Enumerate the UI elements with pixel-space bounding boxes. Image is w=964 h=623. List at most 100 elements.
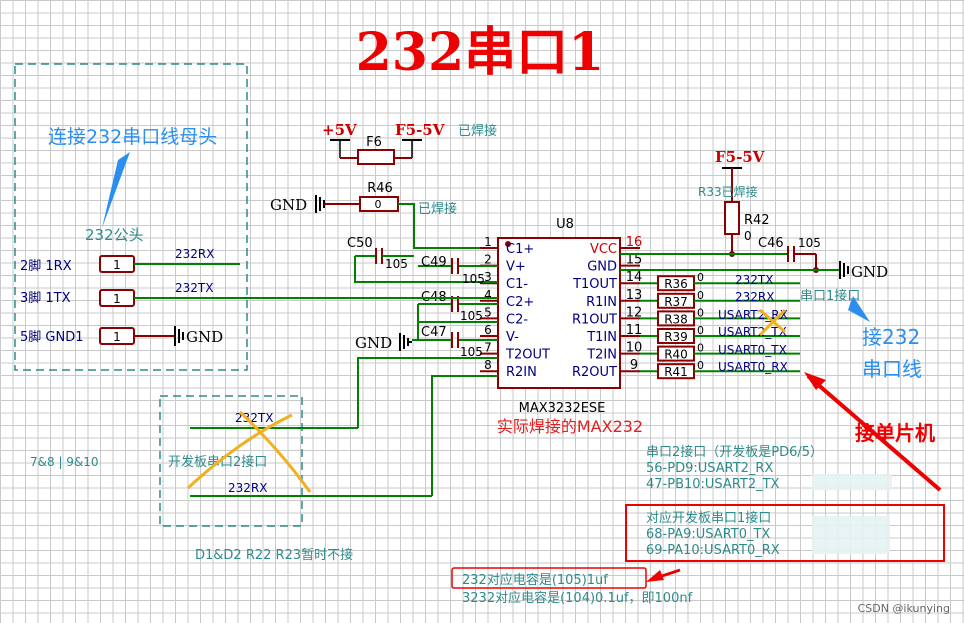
ground-icon: [174, 326, 184, 346]
pin-number: 15: [626, 253, 643, 268]
pin-name: V-: [506, 330, 519, 345]
uart1-note-3: 69-PA10:USART0_RX: [646, 543, 780, 558]
r33-label: R33已焊接: [698, 184, 758, 199]
chip-pin-15: 15 GND: [587, 253, 642, 275]
pin-number: 1: [113, 330, 121, 344]
gnd-label: GND: [851, 263, 888, 281]
wire: [357, 357, 498, 428]
net-label-232rx: 232RX: [735, 290, 774, 304]
capacitor-c47: C47 105: [412, 325, 498, 359]
uart1-note-1: 对应开发板串口1接口: [646, 510, 771, 526]
chip-pin-9: 9 R2OUT: [572, 358, 640, 380]
pin-label: 5脚 GND1: [20, 329, 83, 345]
pin-number: 1: [113, 292, 121, 306]
connector-pin-1: 2脚 1RX 1: [20, 255, 135, 274]
side-note: 7&8 | 9&10: [30, 455, 99, 469]
resistor-value: 0: [697, 359, 704, 372]
connector-name: 232公头: [85, 226, 144, 244]
connector-box-label: 连接232串口线母头: [48, 126, 217, 148]
resistor-value: 0: [697, 271, 704, 284]
blur-patch: [812, 516, 890, 554]
soldered-note: 已焊接: [458, 123, 497, 139]
chip-ref: U8: [556, 217, 574, 232]
uart1-label: 串口1接口: [800, 288, 860, 304]
power-f55v-label: F5-5V: [395, 121, 445, 139]
power-f55v-right: F5-5V: [715, 148, 765, 166]
cap-ref: C49: [421, 255, 447, 270]
pin-name: GND: [587, 260, 617, 275]
cap232-note: 232对应电容是(105)1uf: [462, 572, 608, 588]
pin-number: 9: [630, 358, 638, 373]
net-label-usart0-tx: USART0_TX: [718, 343, 787, 357]
pin-number: 13: [626, 288, 643, 303]
pin-name: C1-: [506, 277, 528, 292]
pin-number: 5: [484, 305, 492, 319]
bottom-note: D1&D2 R22 R23暂时不接: [195, 547, 353, 563]
ground-icon: [839, 261, 849, 279]
gnd-label: GND: [186, 328, 223, 346]
pin-number: 1: [113, 258, 121, 272]
net-label-232tx: 232TX: [735, 273, 773, 287]
chip-pin-12: 12 R1OUT: [572, 305, 642, 327]
blue-arrow-icon: [848, 296, 870, 322]
pin-name: R2OUT: [572, 365, 617, 380]
chip-pin-13: 13 R1IN: [586, 288, 642, 310]
pin-label: 2脚 1RX: [20, 258, 72, 274]
pin-name: C2-: [506, 312, 528, 327]
uart2-note-3: 47-PB10:USART2_TX: [646, 477, 780, 492]
pin-number: 6: [484, 323, 492, 337]
uart2-box: [159, 395, 303, 527]
pin-name: R1OUT: [572, 312, 617, 327]
gnd-label: GND: [270, 196, 307, 214]
ground-icon: [399, 333, 409, 351]
cap-value: 105: [462, 272, 485, 286]
pin-name: R2IN: [506, 365, 537, 380]
connector-pin-3: 5脚 GND1 1: [20, 327, 135, 345]
capacitor-c49: C49 105: [418, 255, 498, 286]
red-arrow-icon: [806, 374, 942, 492]
pin-number: 12: [626, 305, 643, 320]
cross-mark-icon: [758, 308, 787, 337]
power-5v-label: +5V: [322, 121, 357, 139]
cap-value: 105: [798, 236, 821, 250]
pin-name: V+: [506, 260, 526, 275]
connector-pin-2: 3脚 1TX 1: [20, 289, 135, 307]
pin-number: 7: [484, 341, 492, 355]
pin-name: T2IN: [586, 348, 617, 363]
blue-note-line2: 串口线: [862, 357, 922, 381]
wire: [398, 203, 498, 249]
pin-number: 1: [484, 235, 492, 249]
resistor-value: 0: [697, 306, 704, 319]
cap232-note-box: [451, 567, 647, 589]
capacitor-c50: C50 105: [347, 236, 498, 283]
pin-name: T1IN: [586, 330, 617, 345]
resistor-value: 0: [697, 289, 704, 302]
pin-name: R1IN: [586, 295, 617, 310]
uart1-note-2: 68-PA9:USART0_TX: [646, 527, 770, 542]
uart2-note-1: 串口2接口（开发板是PD6/5）: [646, 444, 823, 460]
pin-number: 4: [484, 288, 492, 302]
connector-box: [14, 63, 248, 371]
cross-mark-icon: [238, 410, 312, 493]
uart1-note-box: [625, 504, 945, 562]
chip-actual: 实际焊接的MAX232: [497, 417, 643, 436]
net-label-232rx: 232RX: [175, 247, 214, 261]
pin-number: 16: [626, 235, 643, 250]
resistor-ref: R41: [664, 365, 688, 379]
pin1-dot-icon: [505, 241, 511, 247]
net-label-usart0-rx: USART0_RX: [718, 360, 788, 374]
